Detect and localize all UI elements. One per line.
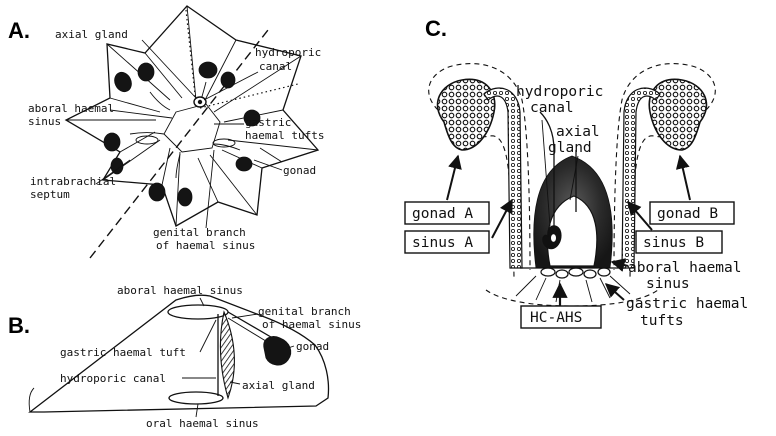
axial-gland — [221, 312, 235, 398]
gonad — [236, 157, 252, 171]
arrow-gonad-b — [680, 156, 690, 200]
label-c-sinus-a: sinus A — [412, 235, 473, 251]
label-intrabrachial-septum-1: intrabrachial — [30, 175, 116, 188]
label-c-hydroporic-canal-1: hydroporic — [516, 84, 603, 100]
label-genital-branch-1: genital branch — [153, 226, 246, 239]
label-intrabrachial-septum-2: septum — [30, 188, 70, 201]
label-c-axial-gland-1: axial — [556, 124, 600, 140]
label-genital-branch-2: of haemal sinus — [156, 239, 255, 252]
label-c-gonad-a: gonad A — [412, 206, 473, 222]
label-hydroporic-canal-2: canal — [259, 60, 292, 73]
label-b-gonad: gonad — [296, 340, 329, 353]
gonad — [138, 63, 154, 81]
panel-c-letter: C. — [425, 16, 447, 41]
label-axial-gland: axial gland — [55, 28, 128, 41]
gonad — [112, 70, 135, 95]
dotted-axis-vertical — [186, 10, 196, 104]
label-b-gastric-haemal-tuft: gastric haemal tuft — [60, 346, 186, 359]
label-c-aboral-haemal-sinus-1: aboral haemal — [628, 260, 742, 276]
label-aboral-haemal-sinus-2: sinus — [28, 115, 61, 128]
gonad — [149, 183, 165, 201]
label-c-gastric-haemal-tufts-1: gastric haemal — [626, 296, 748, 312]
label-c-gonad-b: gonad B — [657, 206, 718, 222]
label-c-hc-ahs: HC-AHS — [530, 310, 582, 326]
dotted-axis-right — [200, 84, 298, 108]
arrow-gonad-a — [447, 156, 458, 200]
panel-c: C. hyd — [405, 16, 748, 329]
gonad-a — [438, 79, 495, 150]
gastric-haemal-tuft — [213, 139, 235, 147]
label-gastric-haemal-tufts-1: gastric — [245, 116, 291, 129]
genital-branch — [150, 92, 170, 110]
gonad — [199, 62, 217, 78]
label-b-oral-haemal-sinus: oral haemal sinus — [146, 417, 259, 430]
label-c-hydroporic-canal-2: canal — [530, 100, 574, 116]
gonad — [178, 188, 192, 206]
gonad — [104, 133, 120, 151]
gastric-haemal-tufts-cluster — [516, 268, 630, 302]
label-b-axial-gland: axial gland — [242, 379, 315, 392]
genital-branch — [130, 133, 164, 135]
gonad — [221, 72, 235, 88]
label-c-sinus-b: sinus B — [643, 235, 704, 251]
panel-b: B. aboral haemal sinus genital branch of… — [8, 284, 361, 430]
central-disc — [164, 104, 220, 152]
label-aboral-haemal-sinus-1: aboral haemal — [28, 102, 114, 115]
label-gastric-haemal-tufts-2: haemal tufts — [245, 129, 324, 142]
label-c-aboral-haemal-sinus-2: sinus — [646, 276, 690, 292]
label-b-genital-branch-2: of haemal sinus — [262, 318, 361, 331]
aboral-haemal-sinus-ring — [168, 305, 228, 319]
oral-haemal-sinus-ring — [169, 392, 223, 404]
panel-a: A. axial gland — [8, 6, 324, 258]
panel-a-letter: A. — [8, 18, 30, 43]
panel-b-letter: B. — [8, 313, 30, 338]
label-hydroporic-canal-1: hydroporic — [255, 46, 321, 59]
label-c-gastric-haemal-tufts-2: tufts — [640, 313, 684, 329]
label-c-axial-gland-2: gland — [548, 140, 592, 156]
label-b-aboral-haemal-sinus: aboral haemal sinus — [117, 284, 243, 297]
label-gonad: gonad — [283, 164, 316, 177]
label-b-hydroporic-canal: hydroporic canal — [60, 372, 166, 385]
gonad-b — [649, 79, 706, 150]
gastric-haemal-tuft — [136, 136, 158, 144]
gonad — [264, 336, 291, 365]
label-b-genital-branch-1: genital branch — [258, 305, 351, 318]
hydropore — [198, 100, 202, 104]
